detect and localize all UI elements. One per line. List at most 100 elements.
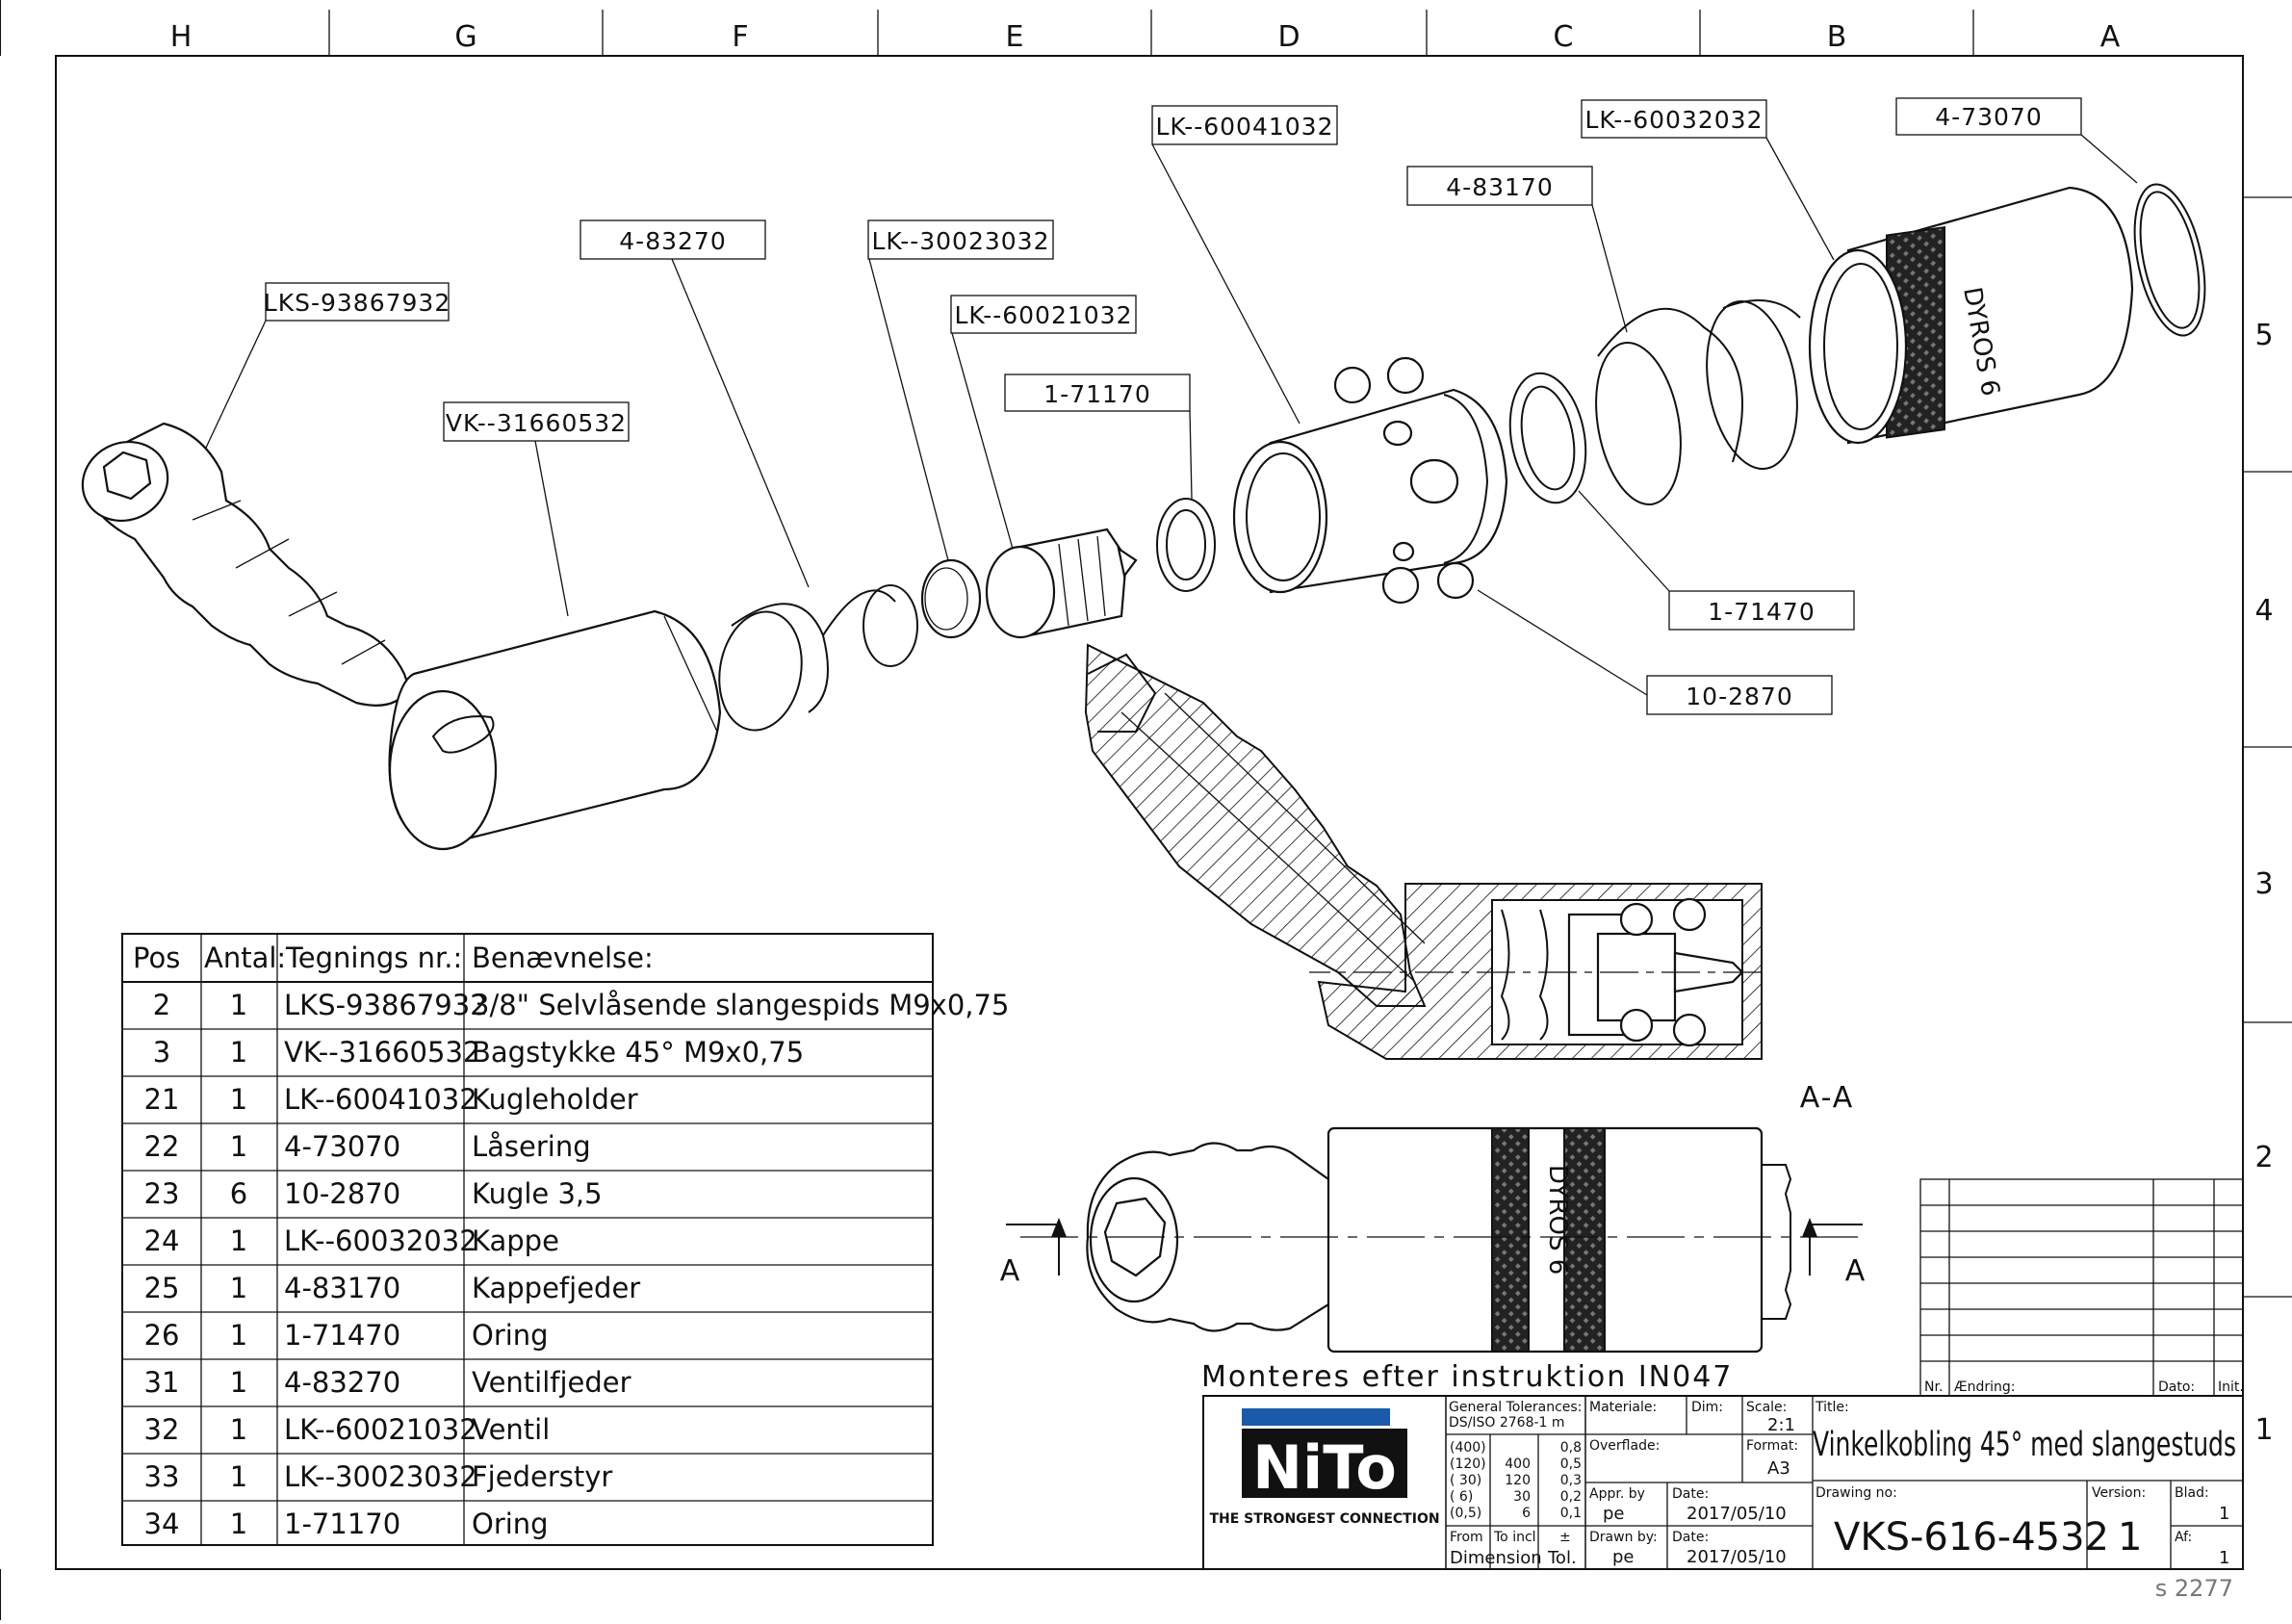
- logo-tagline: THE STRONGEST CONNECTION: [1209, 1511, 1439, 1527]
- sheet-reference: s 2277: [2155, 1575, 2233, 1602]
- bom-qty: 1: [230, 1224, 247, 1257]
- tol-pm-label: ±: [1559, 1530, 1571, 1545]
- bom-qty: 1: [230, 989, 247, 1021]
- zone-label-top: C: [1554, 20, 1574, 54]
- bom-pos: 32: [144, 1413, 180, 1446]
- bom-pos: 2: [153, 989, 170, 1021]
- zone-label-top: G: [454, 20, 476, 54]
- sheet-label: Blad:: [2175, 1485, 2209, 1501]
- bom-qty: 1: [230, 1036, 247, 1069]
- format-value: A3: [1767, 1458, 1790, 1479]
- zone-markers-right: 5 4 3 2 1: [2243, 196, 2292, 1447]
- bom-desc: Ventilfjeder: [472, 1366, 631, 1399]
- scale-label: Scale:: [1746, 1400, 1787, 1415]
- callout-label: LK--30023032: [872, 227, 1050, 255]
- bom-pos: 26: [144, 1319, 180, 1352]
- bom-partno: 1-71170: [284, 1508, 400, 1540]
- callout-label: 4-73070: [1935, 103, 2042, 131]
- tol-from: (0,5): [1450, 1506, 1481, 1521]
- tol-value: 0,3: [1560, 1473, 1582, 1488]
- sheet-value: 1: [2219, 1504, 2229, 1524]
- bom-qty: 1: [230, 1413, 247, 1446]
- company-logo: NiTo: [1252, 1432, 1397, 1503]
- bom-partno: 4-83170: [284, 1272, 400, 1304]
- table-row: 3 1 VK--31660532 Bagstykke 45° M9x0,75: [153, 1036, 804, 1069]
- tol-value: 0,8: [1560, 1440, 1582, 1456]
- zone-label-top: E: [1006, 20, 1024, 54]
- zone-label-right: 3: [2254, 867, 2273, 901]
- bom-qty: 1: [230, 1366, 247, 1399]
- part-hose-nipple: [81, 422, 411, 707]
- callout-label: VK--31660532: [446, 409, 627, 437]
- of-label: Af:: [2175, 1530, 2192, 1545]
- zone-markers-top: H G F E D C B A: [170, 10, 2121, 56]
- bom-partno: 10-2870: [284, 1177, 400, 1210]
- zone-label-top: H: [170, 20, 193, 54]
- tol-from: ( 6): [1450, 1489, 1473, 1505]
- bom-pos: 34: [144, 1508, 180, 1540]
- bom-desc: Oring: [472, 1319, 549, 1352]
- bom-desc: Kugle 3,5: [472, 1177, 603, 1210]
- bom-desc: Kappe: [472, 1224, 559, 1257]
- table-row: 23 6 10-2870 Kugle 3,5: [144, 1177, 603, 1210]
- cut-marker-left: A: [1000, 1254, 1022, 1288]
- revision-table: Nr. Ændring: Dato: Init.: [1919, 1178, 2244, 1397]
- bom-header: Pos: [133, 941, 180, 974]
- bom-pos: 21: [144, 1083, 180, 1116]
- zone-label-right: 1: [2254, 1413, 2273, 1447]
- appr-date: 2017/05/10: [1687, 1504, 1787, 1524]
- bom-partno: 4-73070: [284, 1130, 400, 1163]
- table-row: 25 1 4-83170 Kappefjeder: [144, 1272, 641, 1304]
- table-row: 24 1 LK--60032032 Kappe: [144, 1224, 559, 1257]
- exploded-view: DYROS 6: [81, 183, 2206, 851]
- zone-label-right: 5: [2254, 319, 2273, 352]
- rev-nr-label: Nr.: [1924, 1379, 1943, 1395]
- bom-desc: Bagstykke 45° M9x0,75: [472, 1036, 804, 1069]
- rev-change-label: Ændring:: [1954, 1379, 2016, 1395]
- of-value: 1: [2219, 1548, 2229, 1568]
- tol-to: 120: [1505, 1473, 1531, 1488]
- bom-desc: Kappefjeder: [472, 1272, 640, 1304]
- tol-tol-label: Tol.: [1547, 1548, 1577, 1568]
- bom-desc: Ventil: [472, 1413, 550, 1446]
- tol-from: (400): [1450, 1440, 1486, 1456]
- bom-pos: 3: [153, 1036, 170, 1069]
- part-cap-spring: [1595, 299, 1801, 506]
- callout-label: 4-83170: [1446, 173, 1553, 201]
- format-label: Format:: [1746, 1438, 1798, 1454]
- zone-label-top: B: [1827, 20, 1847, 54]
- bom-table: Pos Antal: Tegnings nr.: Benævnelse: 2 1…: [121, 933, 1009, 1546]
- tolerance-label: General Tolerances:: [1449, 1400, 1582, 1415]
- table-row: 21 1 LK--60041032 Kugleholder: [144, 1083, 638, 1116]
- cut-marker-right: A: [1845, 1254, 1867, 1288]
- appr-value: pe: [1603, 1504, 1625, 1524]
- part-valve: [985, 528, 1138, 639]
- drawn-date-label: Date:: [1672, 1530, 1709, 1545]
- bom-qty: 1: [230, 1460, 247, 1493]
- tol-from: (120): [1450, 1456, 1486, 1472]
- part-ball-holder: [1232, 356, 1508, 605]
- appr-date-label: Date:: [1672, 1486, 1709, 1502]
- callout-label: LK--60021032: [955, 301, 1133, 329]
- bom-pos: 33: [144, 1460, 180, 1493]
- tol-from-label: From: [1450, 1530, 1483, 1545]
- bom-qty: 1: [230, 1272, 247, 1304]
- instruction-note: Monteres efter instruktion IN047: [1201, 1360, 1733, 1394]
- callout-label: 1-71170: [1043, 380, 1150, 408]
- zone-label-right: 4: [2254, 594, 2273, 628]
- bom-partno: 1-71470: [284, 1319, 400, 1352]
- table-row: 34 1 1-71170 Oring: [144, 1508, 549, 1540]
- tol-to-label: To incl: [1493, 1530, 1536, 1545]
- drawing-frame: [0, 0, 2244, 1620]
- bom-qty: 1: [230, 1130, 247, 1163]
- appr-label: Appr. by: [1589, 1486, 1645, 1502]
- part-oring-small: [1156, 498, 1216, 592]
- part-oring-large: [1508, 372, 1587, 504]
- tol-value: 0,2: [1560, 1489, 1582, 1505]
- version-label: Version:: [2092, 1485, 2146, 1501]
- bom-desc: Oring: [472, 1508, 549, 1540]
- table-row: 31 1 4-83270 Ventilfjeder: [144, 1366, 631, 1399]
- part-back-body: [388, 609, 722, 851]
- bom-pos: 31: [144, 1366, 180, 1399]
